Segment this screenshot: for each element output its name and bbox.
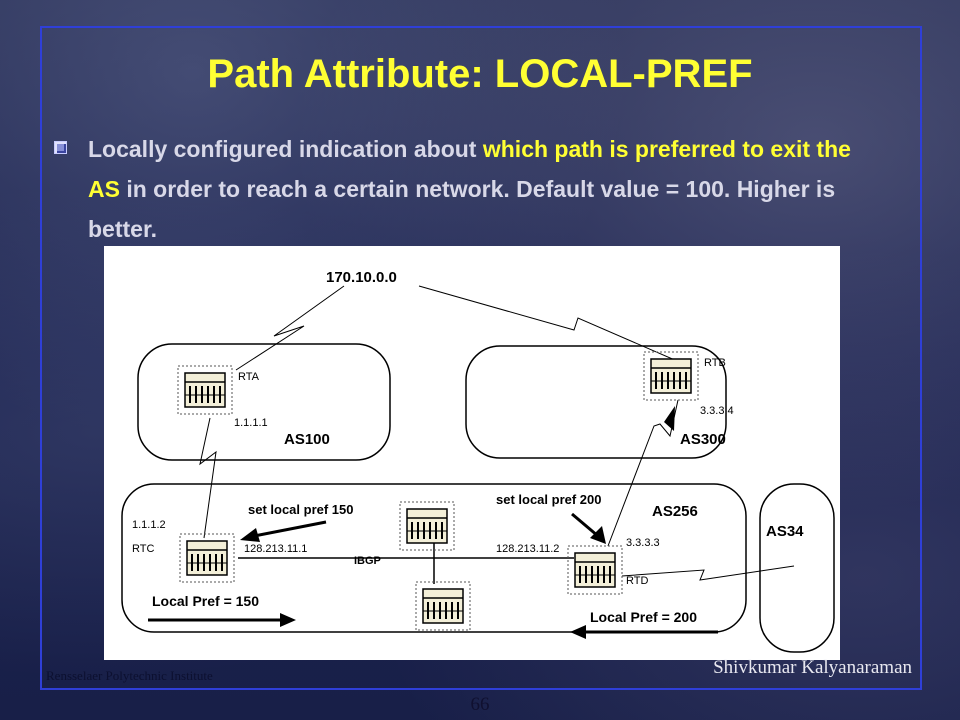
bullet-text-part1: Locally configured indication about: [88, 136, 483, 162]
bullet-text: Locally configured indication about whic…: [88, 129, 888, 249]
rta-label: RTA: [238, 371, 260, 383]
as300-label: AS300: [680, 431, 726, 448]
slide-title: Path Attribute: LOCAL-PREF: [207, 52, 753, 96]
link-rta-rtc: [199, 417, 217, 539]
network-label: 170.10.0.0: [326, 269, 397, 286]
bgp-diagram-svg: 170.10.0.0 RTA RTB RTC RTD 1.1.1.1 3.3.3…: [121, 269, 835, 653]
rta-router-icon: [177, 365, 233, 415]
bullet-icon: [54, 141, 67, 154]
set-local-pref-150: set local pref 150: [248, 502, 354, 517]
rtd-internal-ip: 128.213.11.2: [496, 543, 559, 555]
bullet-text-highlight: which path is preferred to exit the AS: [88, 136, 851, 202]
bottom-router-icon: [415, 581, 471, 631]
bgp-diagram: 170.10.0.0 RTA RTB RTC RTD 1.1.1.1 3.3.3…: [104, 246, 840, 660]
rtb-router-icon: [643, 351, 699, 401]
link-rtb-rtd-arrowhead: [664, 406, 675, 431]
set-local-pref-200: set local pref 200: [496, 492, 602, 507]
rtd-router-icon: [567, 545, 623, 595]
local-pref-150-arrowhead: [280, 613, 296, 627]
rtc-internal-ip: 128.213.11.1: [244, 543, 307, 555]
rtb-ip: 3.3.3.4: [700, 405, 734, 417]
rtc-ip: 1.1.1.2: [132, 519, 166, 531]
footer-author: Shivkumar Kalyanaraman: [713, 657, 912, 678]
local-pref-200: Local Pref = 200: [590, 609, 697, 625]
as256-boundary: [121, 483, 747, 633]
as100-label: AS100: [284, 431, 330, 448]
rtc-label: RTC: [132, 543, 154, 555]
link-network-rtb: [418, 285, 685, 365]
rtd-label: RTD: [626, 575, 648, 587]
set-pref-200-arrow: [571, 512, 599, 538]
rtd-ip: 3.3.3.3: [626, 537, 660, 549]
set-pref-150-arrowhead: [240, 528, 260, 542]
local-pref-150: Local Pref = 150: [152, 593, 259, 609]
ibgp-router-icon: [399, 501, 455, 551]
slide-frame: [40, 26, 922, 690]
ibgp-label: IBGP: [354, 555, 381, 567]
set-pref-200-arrowhead: [590, 526, 606, 544]
bullet-text-part2: in order to reach a certain network. Def…: [88, 176, 836, 242]
link-network-rta: [235, 285, 345, 371]
as34-label: AS34: [766, 523, 804, 540]
rtc-router-icon: [179, 533, 235, 583]
as100-boundary: [137, 343, 391, 461]
local-pref-200-arrowhead: [570, 625, 586, 639]
as300-boundary: [465, 345, 727, 459]
page-number: 66: [470, 694, 490, 715]
as34-boundary: [759, 483, 835, 653]
rtb-label: RTB: [704, 357, 726, 369]
as256-label: AS256: [652, 503, 698, 520]
link-rtd-as34: [621, 565, 795, 581]
footer-institution: Rensselaer Polytechnic Institute: [46, 668, 213, 683]
set-pref-150-arrow: [253, 520, 327, 538]
rta-ip: 1.1.1.1: [234, 417, 268, 429]
